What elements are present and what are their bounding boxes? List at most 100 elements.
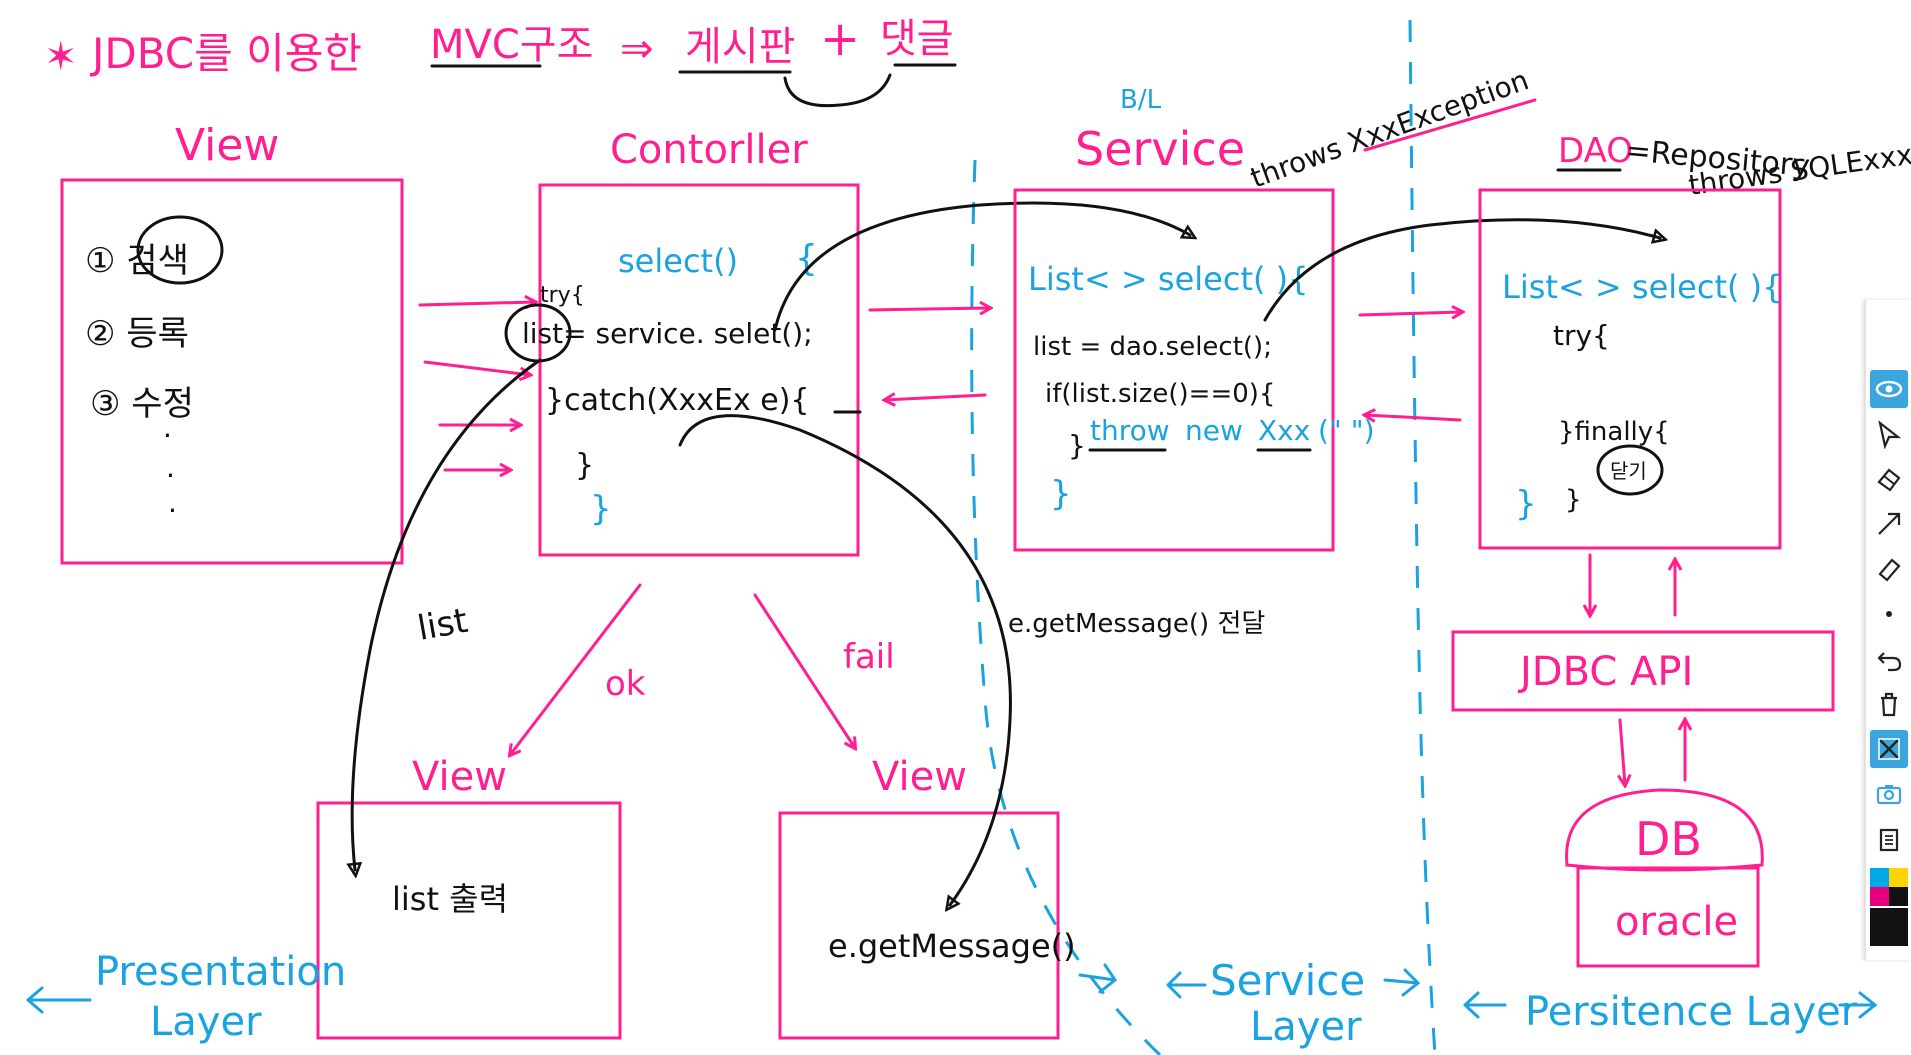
view-item-dot-2: · — [166, 459, 175, 492]
view-fail-title: View — [872, 754, 967, 800]
color-swatch-cyan[interactable] — [1870, 868, 1889, 887]
db-label: DB — [1635, 812, 1702, 866]
jdbc-api-box — [1451, 630, 1835, 712]
dao-return-arrow — [1365, 415, 1462, 420]
title-comment: 댓글 — [880, 16, 954, 62]
emsg-label: e.getMessage() — [828, 927, 1076, 965]
call-flow-curve — [773, 201, 1190, 332]
color-palette — [1870, 868, 1908, 906]
service-line-dao-call: list = dao.select(); — [1033, 332, 1272, 362]
service-close-if: } — [1068, 429, 1086, 462]
dao-try: try{ — [1553, 319, 1610, 352]
dot-icon[interactable] — [1870, 595, 1908, 633]
current-color-swatch[interactable] — [1870, 908, 1908, 946]
trash-icon[interactable] — [1870, 685, 1908, 723]
oracle-label: oracle — [1615, 899, 1738, 945]
persistence-right-arrow — [1838, 991, 1878, 1019]
eye-icon[interactable] — [1870, 370, 1908, 408]
fail-arrow — [753, 593, 855, 748]
fail-label: fail — [843, 637, 895, 677]
marker-icon[interactable] — [1870, 550, 1908, 588]
service-select-signature: List< > select( ){ — [1028, 260, 1308, 298]
title-board: 게시판 — [685, 24, 795, 70]
service-layer-label: Service — [1210, 956, 1365, 1005]
undo-icon[interactable] — [1870, 640, 1908, 678]
color-swatch-black[interactable] — [1889, 887, 1908, 906]
dao-box — [1478, 188, 1782, 550]
dao-close-label: 닫기 — [1610, 459, 1647, 483]
call-service-arrow — [868, 308, 990, 310]
controller-try: try{ — [540, 283, 585, 308]
service-right-arrow — [1383, 968, 1421, 997]
view-item-dot-3: · — [168, 494, 177, 527]
controller-box — [538, 183, 860, 557]
controller-close-1: } — [575, 448, 594, 483]
service-new-keyword: new — [1185, 414, 1243, 447]
service-left-arrow — [1166, 971, 1207, 999]
exception-return-arrow — [885, 395, 987, 400]
view-menu-list: ① 검색 ② 등록 ③ 수정 · · · — [85, 215, 224, 527]
view-box — [60, 178, 404, 565]
view-fail-box — [778, 811, 1060, 1040]
emsg-flow-curve — [678, 414, 1012, 905]
header-controller: Contorller — [610, 127, 808, 173]
list-flow-label: list — [415, 601, 471, 649]
persistence-layer-label: Persitence Layer — [1525, 989, 1858, 1035]
request-arrow-2 — [423, 360, 530, 375]
service-right-arrow-left — [1078, 963, 1118, 994]
header-service: Service — [1075, 122, 1245, 176]
clear-icon[interactable] — [1870, 730, 1908, 768]
title-star: ✶ — [44, 34, 78, 80]
controller-select-method: select() — [618, 242, 738, 280]
diagram-title: ✶ JDBC를 이용한 MVC구조 ⇒ 게시판 + 댓글 — [44, 11, 957, 108]
controller-close-2: } — [590, 489, 612, 529]
view-item-register[interactable]: ② 등록 — [85, 314, 189, 354]
view-ok-box — [316, 801, 622, 1040]
camera-icon[interactable] — [1870, 775, 1908, 813]
list-flow-curve — [352, 358, 542, 870]
pointer-icon[interactable] — [1870, 415, 1908, 453]
service-throw-keyword: throw — [1090, 414, 1170, 447]
emsg-transfer-label: e.getMessage() 전달 — [1008, 609, 1265, 639]
title-arrow: ⇒ — [620, 26, 654, 72]
eraser-icon[interactable] — [1870, 460, 1908, 498]
drawing-toolbar — [1865, 300, 1911, 960]
dao-close: } — [1515, 484, 1537, 524]
view-ok-title: View — [412, 754, 507, 800]
separator-presentation-service — [970, 159, 1162, 1055]
separator-service-persistence — [1408, 19, 1437, 1055]
close-highlight-circle — [1596, 444, 1664, 496]
search-highlight-circle — [136, 215, 224, 285]
relation-brace — [783, 73, 892, 108]
color-swatch-magenta[interactable] — [1870, 887, 1889, 906]
dao-close-inner: } — [1565, 485, 1582, 515]
dao-select-signature: List< > select( ){ — [1502, 268, 1782, 306]
controller-catch: }catch(XxxEx e){ — [545, 383, 810, 418]
title-plus: + — [820, 11, 860, 67]
jdbc-to-db-arrow — [1620, 718, 1625, 785]
service-line-if: if(list.size()==0){ — [1045, 379, 1275, 409]
dao-call-curve — [1263, 218, 1660, 322]
presentation-left-arrow — [26, 986, 92, 1014]
service-layer-label-2: Layer — [1250, 1004, 1362, 1050]
header-throws-xxx: throws XxxException — [1246, 63, 1533, 194]
presentation-layer-label: Presentation — [95, 949, 346, 995]
view-item-dot-1: · — [163, 419, 172, 452]
title-mvc: MVC구조 — [430, 22, 593, 68]
ok-label: ok — [605, 664, 646, 704]
arrow-line-icon[interactable] — [1870, 505, 1908, 543]
view-item-update[interactable]: ③ 수정 — [90, 384, 194, 424]
clipboard-icon[interactable] — [1870, 820, 1908, 858]
persistence-left-arrow — [1463, 991, 1507, 1019]
header-view: View — [175, 120, 279, 171]
list-output-label: list 출력 — [392, 880, 508, 918]
service-xxx-exception: Xxx — [1258, 414, 1310, 447]
header-bl: B/L — [1120, 85, 1162, 115]
call-dao-arrow — [1358, 312, 1462, 315]
request-arrow-1 — [418, 302, 535, 305]
ok-arrow — [510, 583, 642, 755]
service-box — [1013, 188, 1335, 552]
color-swatch-yellow[interactable] — [1889, 868, 1908, 887]
throws-underline — [1363, 98, 1537, 152]
